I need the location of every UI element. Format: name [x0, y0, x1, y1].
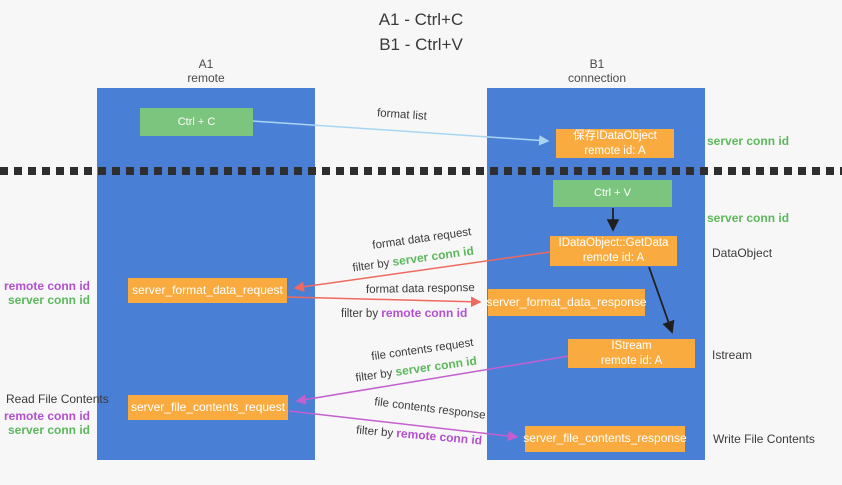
node-ctrl-c: Ctrl + C — [140, 108, 253, 136]
filter-by-text: filter by — [341, 308, 382, 320]
edge-label-filter-by-server-1: filter by server conn id — [352, 244, 475, 275]
title-line-1: A1 - Ctrl+C — [378, 10, 464, 29]
node-getdata-line2: remote id: A — [582, 252, 645, 264]
node-ctrl-c-label: Ctrl + C — [177, 115, 216, 128]
node-save-idataobject-line1: 保存IDataObject — [573, 129, 657, 142]
left-conn-id-stack-2: remote conn id server conn id — [4, 409, 90, 438]
node-server-file-contents-request: server_file_contents_request — [128, 395, 288, 420]
node-server-file-contents-response: server_file_contents_response — [523, 426, 687, 452]
remote-conn-id-text: remote conn id — [395, 426, 483, 448]
left-conn-id-stack-1: remote conn id server conn id — [4, 279, 90, 308]
side-label-server-conn-id-4: server conn id — [7, 423, 90, 438]
filter-by-text: filter by — [354, 366, 397, 385]
edge-label-filter-by-remote-1: filter by remote conn id — [341, 306, 467, 320]
lane-header-b1: B1 connection — [537, 57, 657, 86]
edge-label-filter-by-remote-2: filter by remote conn id — [356, 423, 483, 448]
node-idataobject-getdata: IDataObject::GetData remote id: A — [550, 236, 677, 266]
side-label-server-conn-id-3: server conn id — [7, 293, 90, 308]
node-file-request-label: server_file_contents_request — [130, 399, 286, 414]
node-server-format-data-request: server_format_data_request — [128, 278, 287, 303]
remote-conn-id-text: remote conn id — [381, 306, 468, 320]
lane-b1-subtitle: connection — [567, 71, 627, 86]
lane-b1-name: B1 — [589, 57, 605, 71]
filter-by-text: filter by — [351, 256, 394, 275]
side-label-read-file-contents: Read File Contents — [6, 392, 109, 406]
filter-by-text: filter by — [355, 424, 397, 440]
side-label-server-conn-id-2: server conn id — [707, 211, 790, 225]
side-label-remote-conn-id-1: remote conn id — [3, 279, 90, 293]
lane-header-a1: A1 remote — [146, 57, 266, 86]
node-save-idataobject: 保存IDataObject remote id: A — [556, 129, 674, 158]
node-ctrl-v-label: Ctrl + V — [594, 187, 631, 200]
edge-label-file-contents-response: file contents response — [373, 396, 487, 422]
title-line-2: B1 - Ctrl+V — [379, 34, 463, 54]
dotted-divider — [0, 167, 842, 175]
node-format-response-label: server_format_data_response — [486, 294, 647, 309]
side-label-write-file-contents: Write File Contents — [713, 432, 815, 446]
lane-a1-subtitle: remote — [187, 71, 225, 86]
lane-a1-name: A1 — [198, 57, 214, 71]
side-label-dataobject: DataObject — [712, 246, 773, 260]
node-istream: IStream remote id: A — [568, 339, 695, 368]
side-label-remote-conn-id-2: remote conn id — [3, 409, 90, 423]
node-format-request-label: server_format_data_request — [132, 282, 283, 297]
side-label-server-conn-id-1: server conn id — [707, 134, 790, 148]
side-label-istream: Istream — [712, 348, 753, 362]
node-ctrl-v: Ctrl + V — [553, 180, 672, 207]
node-file-response-label: server_file_contents_response — [523, 431, 687, 446]
node-save-idataobject-line2: remote id: A — [584, 144, 646, 157]
edge-label-format-list: format list — [376, 107, 428, 123]
node-server-format-data-response: server_format_data_response — [486, 289, 647, 316]
node-istream-line1: IStream — [611, 339, 652, 352]
edge-label-format-data-response: format data response — [365, 282, 475, 296]
node-getdata-line1: IDataObject::GetData — [558, 237, 669, 250]
node-istream-line2: remote id: A — [600, 354, 663, 367]
diagram-title: A1 - Ctrl+C B1 - Ctrl+V — [0, 8, 842, 57]
